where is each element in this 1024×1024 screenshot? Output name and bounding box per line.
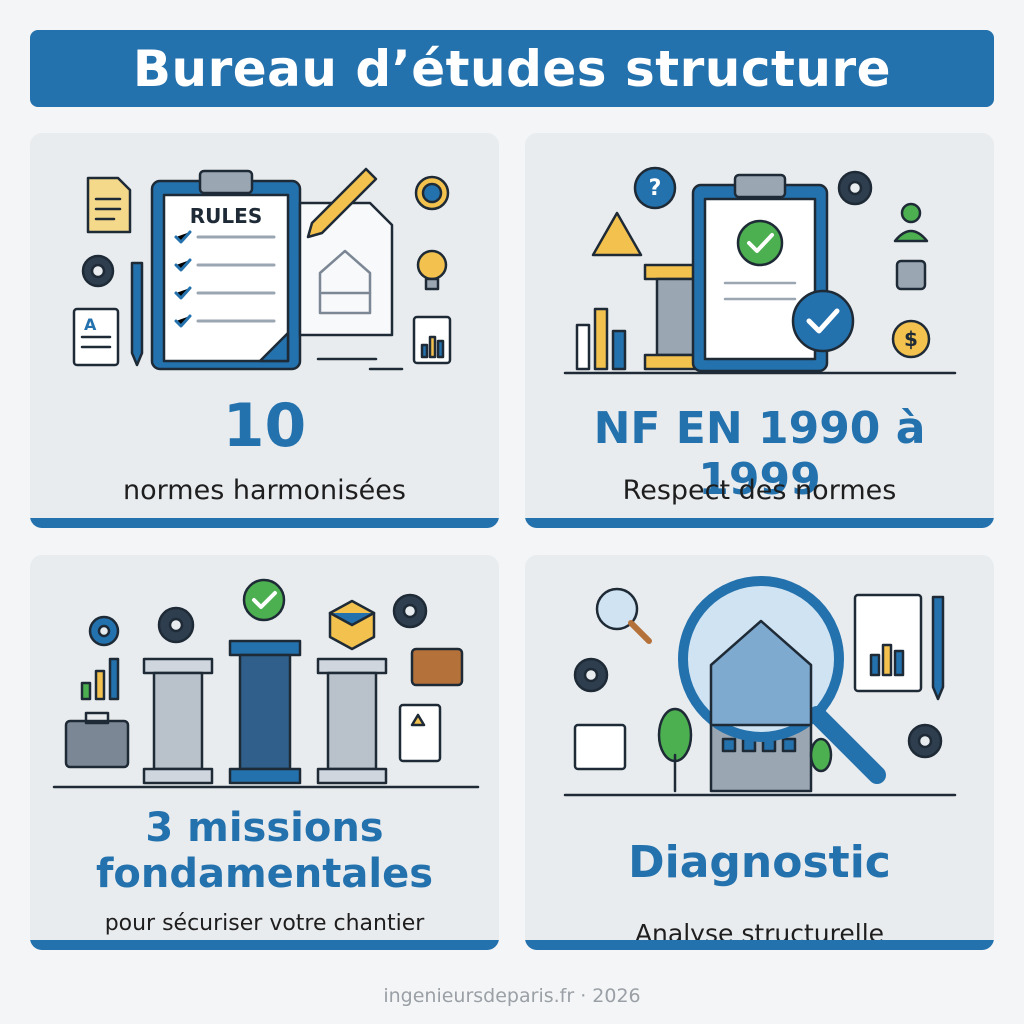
document-icon: [398, 703, 442, 763]
gear-icon: [392, 593, 428, 629]
stat-label: Respect des normes: [622, 475, 897, 506]
stat-value: 10: [222, 391, 307, 461]
house-icon: [709, 619, 813, 727]
document-icon: [573, 723, 627, 771]
clipboard-icon: [150, 169, 302, 371]
gear-icon: [895, 259, 927, 291]
badge-icon: [414, 175, 450, 211]
warning-icon: [591, 211, 643, 257]
gear-icon: [907, 723, 943, 759]
card-illustration: [52, 578, 480, 789]
stat-label: Analyse structurelle: [634, 919, 885, 948]
svg-text:A: A: [84, 315, 97, 334]
column-icon: [142, 657, 214, 785]
stat-value: NF EN 1990 à 1999: [593, 403, 926, 505]
magnifier-icon: [595, 587, 652, 644]
briefcase-icon: [410, 647, 464, 687]
card-missions: 3 missions fondamentales pour sécuriser …: [30, 555, 499, 950]
pencil-icon: [931, 595, 945, 701]
column-icon: [316, 657, 388, 785]
gear-icon: [837, 170, 873, 206]
svg-text:$: $: [904, 327, 918, 351]
pencil-icon: [130, 261, 144, 367]
checkmark-icon: [791, 289, 855, 353]
svg-text:?: ?: [649, 176, 662, 201]
stat-value-line1: 3 missions: [145, 805, 384, 851]
card-illustration: A: [72, 167, 452, 371]
footer-credit: ingenieursdeparis.fr · 2026: [383, 985, 641, 1007]
tree-icon: [809, 737, 833, 773]
chart-icon: [575, 307, 627, 371]
stat-label: normes harmonisées: [123, 475, 406, 506]
page-title: Bureau d’études structure: [132, 39, 892, 98]
user-icon: [893, 202, 929, 243]
column-icon: [228, 639, 302, 785]
document-icon: [86, 176, 132, 234]
card-illustration: ? $: [563, 166, 957, 375]
stat-label: pour sécuriser votre chantier: [104, 911, 425, 936]
page-title-banner: Bureau d’études structure: [30, 30, 994, 107]
chart-icon: [853, 593, 923, 693]
pencil-icon: [306, 167, 378, 239]
rules-sheet-title: RULES: [190, 204, 262, 228]
question-icon: [633, 166, 677, 210]
gear-icon: [573, 657, 609, 693]
blueprint-icon: [298, 201, 394, 337]
checkmark-icon: [242, 578, 286, 622]
cube-icon: [328, 599, 376, 651]
tree-icon: [657, 707, 693, 793]
card-diagnostic: Diagnostic Analyse structurelle: [525, 555, 994, 950]
lightbulb-icon: [416, 249, 448, 291]
chart-icon: [412, 315, 452, 365]
gear-icon: [157, 606, 195, 644]
gear-icon: [88, 615, 120, 647]
card-illustration: [563, 576, 957, 797]
dollar-icon: [891, 319, 931, 359]
gear-icon: [81, 254, 115, 288]
briefcase-icon: [64, 711, 130, 769]
stat-value-line2: fondamentales: [95, 851, 434, 897]
checkmark-icon: [736, 219, 784, 267]
card-standards-count: A: [30, 133, 499, 528]
stat-value: Diagnostic: [628, 837, 891, 888]
card-norms: ? $ NF EN 1990 à 1999 Respect des normes: [525, 133, 994, 528]
chart-icon: [80, 657, 120, 701]
document-icon: [72, 307, 120, 367]
